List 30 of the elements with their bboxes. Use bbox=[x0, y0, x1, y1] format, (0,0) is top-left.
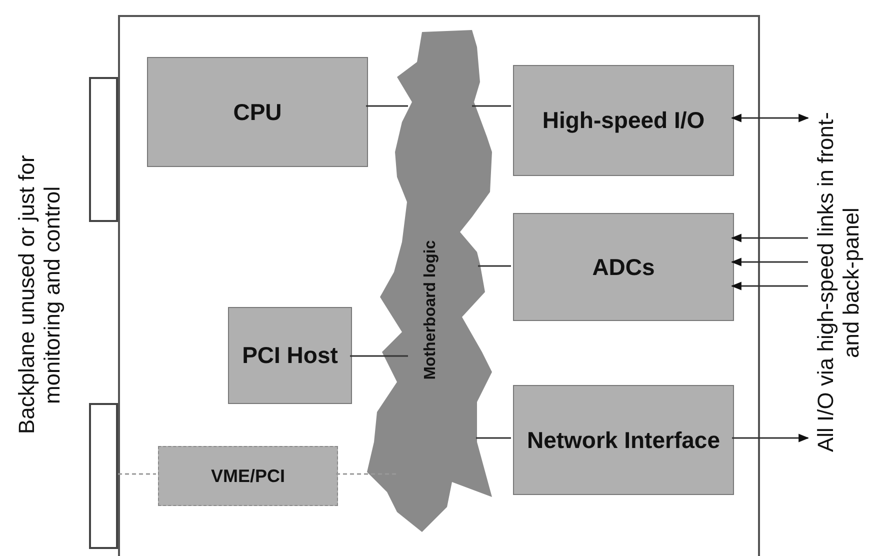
connector-line bbox=[476, 437, 511, 439]
connector-line bbox=[472, 105, 511, 107]
block-box bbox=[228, 307, 352, 404]
connector-line bbox=[366, 105, 408, 107]
arrow bbox=[730, 282, 808, 290]
block-label: Network Interface bbox=[526, 426, 721, 454]
arrow bbox=[730, 114, 810, 122]
block-label: ADCs bbox=[591, 252, 656, 282]
side-note: All I/O via high-speed links in front- and back-panel bbox=[812, 112, 864, 454]
connector-line bbox=[350, 355, 408, 357]
block-box bbox=[147, 57, 368, 167]
connector-line bbox=[478, 265, 511, 267]
block-label: VME/PCI bbox=[210, 464, 286, 488]
arrow bbox=[730, 258, 808, 266]
block-box bbox=[158, 446, 338, 506]
blob-label: Motherboard logic bbox=[420, 240, 440, 380]
block-box bbox=[513, 65, 734, 176]
block-label: PCI Host bbox=[241, 341, 339, 370]
block-box bbox=[513, 385, 734, 495]
block-label: High-speed I/O bbox=[541, 106, 706, 135]
arrow bbox=[730, 234, 808, 242]
arrow bbox=[732, 434, 810, 442]
block-label: CPU bbox=[232, 98, 283, 126]
connector-line bbox=[118, 473, 156, 475]
block-box bbox=[513, 213, 734, 321]
connector-bar bbox=[89, 403, 118, 549]
connector-bar bbox=[89, 77, 118, 222]
connector-line bbox=[336, 473, 398, 475]
side-note: Backplane unused or just for monitoring and control bbox=[14, 154, 65, 436]
board-outline bbox=[118, 15, 760, 556]
